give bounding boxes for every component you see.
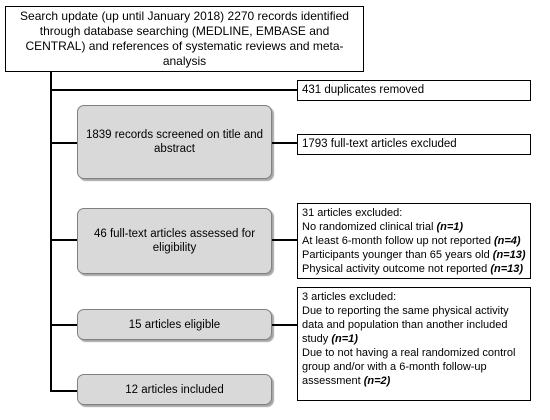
main-vertical-connector bbox=[50, 72, 52, 391]
included-text: 12 articles included bbox=[125, 383, 224, 396]
connector-excluded-title bbox=[272, 142, 297, 144]
exclusion-reason: Physical activity outcome not reported (… bbox=[302, 263, 524, 275]
eligible-text: 15 articles eligible bbox=[128, 318, 221, 331]
identification-box: Search update (up until January 2018) 22… bbox=[5, 6, 364, 72]
exclusion-reason: assessment (n=2) bbox=[302, 375, 391, 387]
exclusion-reason: Due to not having a real randomized cont… bbox=[302, 347, 516, 359]
eligible-box: 15 articles eligible bbox=[77, 309, 272, 340]
screened-text: 1839 records screened on title and abstr… bbox=[85, 129, 264, 155]
identification-text: Search update (up until January 2018) 22… bbox=[20, 9, 349, 68]
excluded-title-box: 1793 full-text articles excluded bbox=[297, 134, 531, 155]
excluded-fulltext-heading: 31 articles excluded: bbox=[302, 207, 403, 219]
exclusion-reason: No randomized clinical trial (n=1) bbox=[302, 221, 464, 233]
excluded-eligible-heading: 3 articles excluded: bbox=[302, 291, 397, 303]
connector-excluded-eligible bbox=[272, 324, 297, 326]
screened-box: 1839 records screened on title and abstr… bbox=[77, 105, 272, 179]
assessed-box: 46 full-text articles assessed for eligi… bbox=[77, 208, 272, 274]
duplicates-box: 431 duplicates removed bbox=[297, 80, 531, 101]
assessed-text: 46 full-text articles assessed for eligi… bbox=[93, 228, 256, 254]
exclusion-reason: group and/or with a 6-month follow-up bbox=[302, 361, 487, 373]
connector-assessed bbox=[50, 239, 77, 241]
duplicates-text: 431 duplicates removed bbox=[302, 84, 425, 96]
excluded-fulltext-box: 31 articles excluded: No randomized clin… bbox=[297, 203, 531, 279]
connector-screened bbox=[50, 142, 77, 144]
connector-included bbox=[50, 390, 77, 392]
included-box: 12 articles included bbox=[77, 374, 272, 405]
connector-duplicates bbox=[50, 89, 297, 91]
exclusion-reason: data and population than another include… bbox=[302, 319, 508, 331]
connector-excluded-fulltext bbox=[272, 239, 297, 241]
connector-eligible bbox=[50, 324, 77, 326]
exclusion-reason: Due to reporting the same physical activ… bbox=[302, 305, 509, 317]
exclusion-reason: study (n=1) bbox=[302, 333, 358, 345]
excluded-title-text: 1793 full-text articles excluded bbox=[302, 138, 457, 150]
exclusion-reason: At least 6-month follow up not reported … bbox=[302, 235, 521, 247]
exclusion-reason: Participants younger than 65 years old (… bbox=[302, 249, 526, 261]
excluded-eligible-box: 3 articles excluded: Due to reporting th… bbox=[297, 287, 531, 401]
